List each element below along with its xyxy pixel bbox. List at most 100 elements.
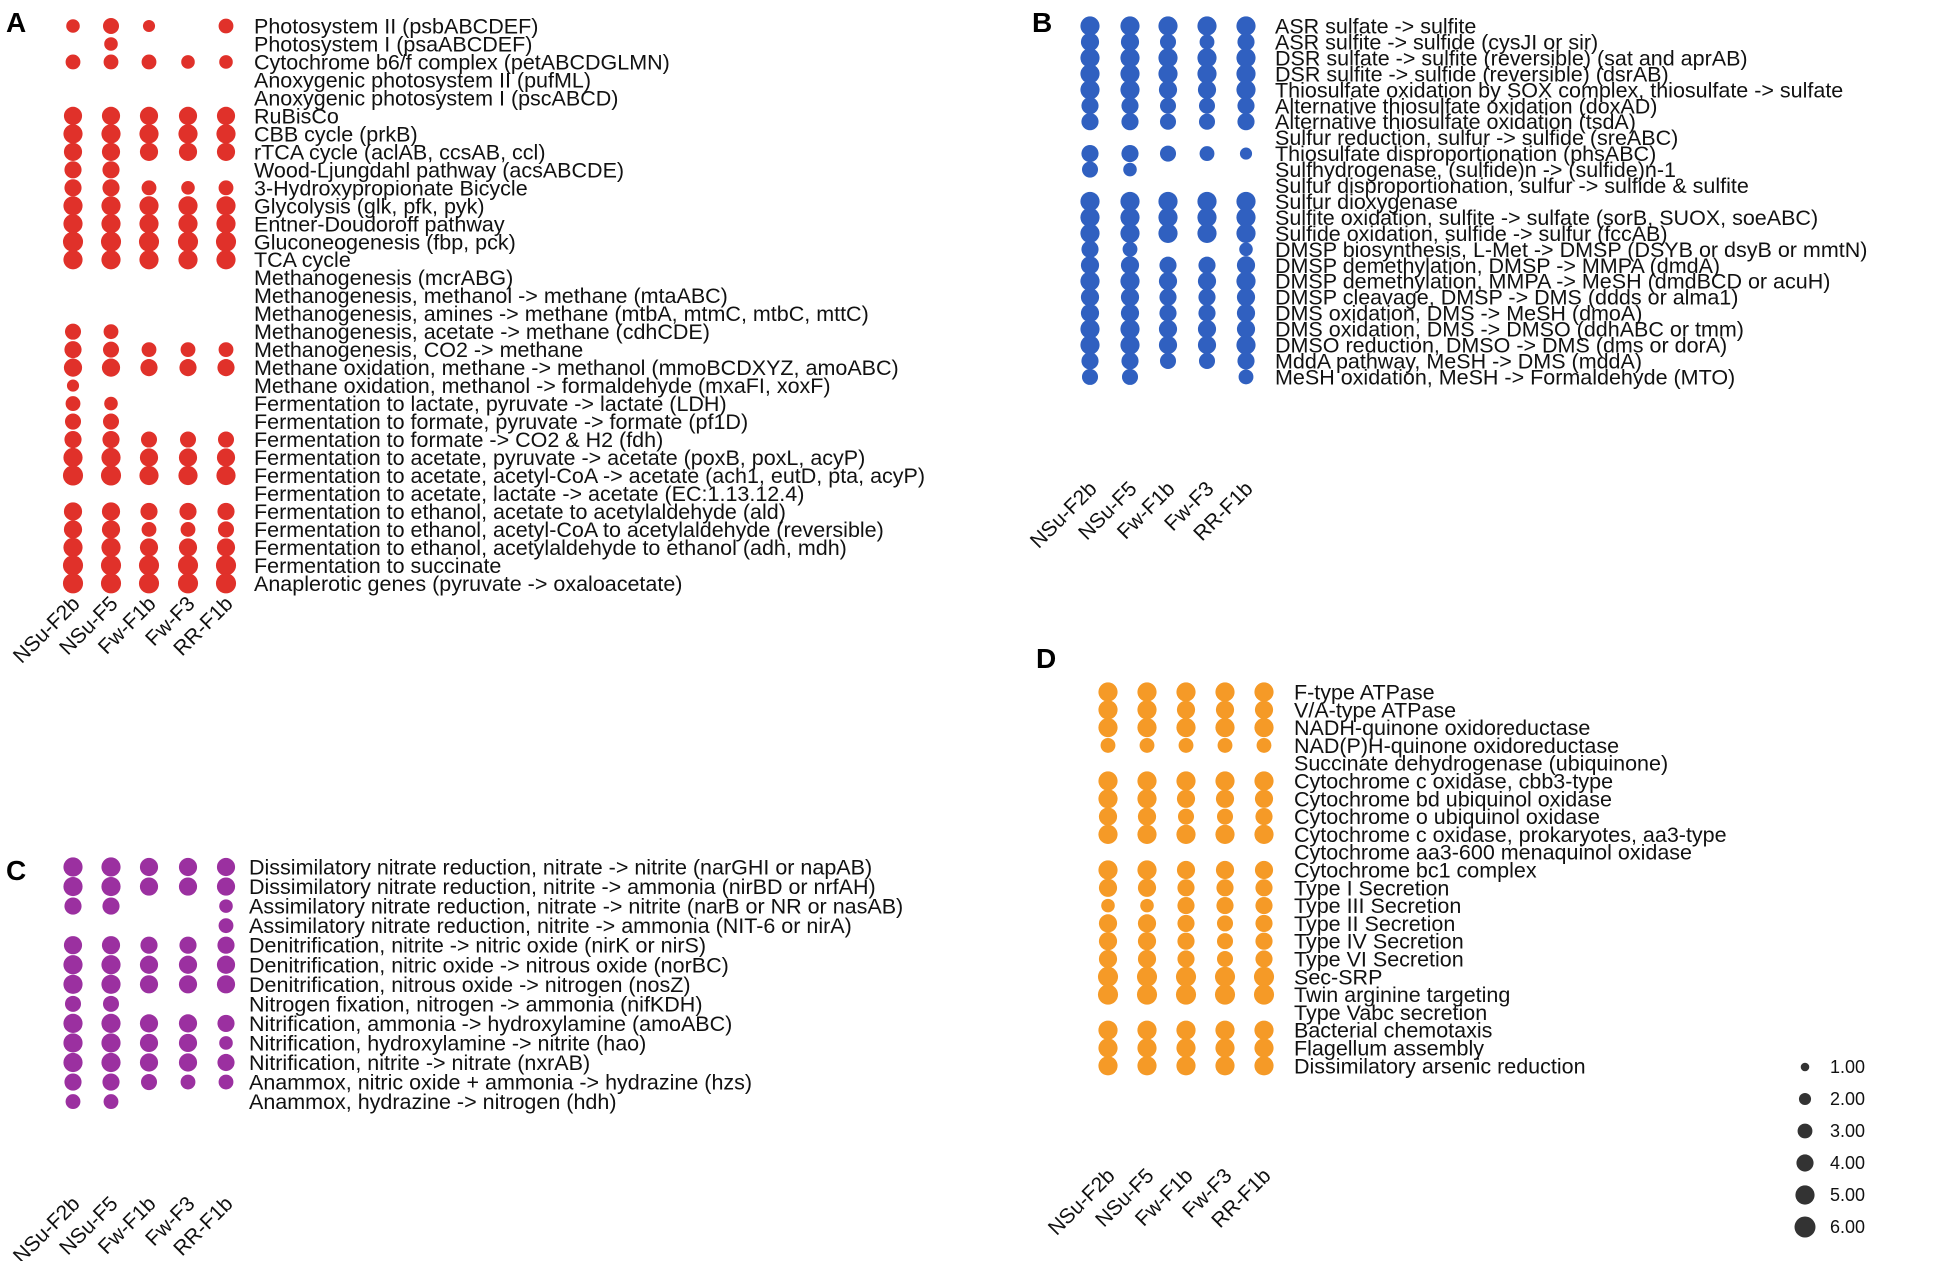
dot-rr-f1b-row-10 <box>216 196 236 216</box>
dot-fw-f3-row-5 <box>178 955 198 974</box>
dot-rr-f1b-row-12 <box>1236 207 1256 227</box>
row-label: Cytochrome c oxidase, prokaryotes, aa3-t… <box>1294 823 1727 847</box>
dot-nsu-f2b-row-13 <box>1080 223 1100 243</box>
dot-rr-f1b-row-11 <box>218 1074 234 1090</box>
dot-nsu-f5-row-19 <box>101 358 121 377</box>
dot-rr-f1b-row-28 <box>217 521 235 538</box>
row-label: Sulfide oxidation, sulfide -> sulfur (fc… <box>1275 222 1668 246</box>
dot-nsu-f2b-row-22 <box>1081 368 1099 385</box>
dot-nsu-f2b-row-10 <box>63 196 83 216</box>
dot-fw-f1b-row-7 <box>139 142 159 161</box>
legend-dot-1 <box>1800 1062 1810 1072</box>
dot-fw-f3-row-16 <box>1214 966 1236 987</box>
row-label: 3-Hydroxypropionate Bicycle <box>254 176 528 200</box>
dot-nsu-f5-row-12 <box>1120 207 1140 227</box>
legend-label: 4.00 <box>1830 1153 1865 1173</box>
dot-nsu-f5-row-20 <box>1137 1038 1157 1058</box>
row-label: DMSP demethylation, MMPA -> MeSH (dmdBCD… <box>1275 270 1830 294</box>
dot-rr-f1b-row-0 <box>1254 682 1274 702</box>
row-label: Wood-Ljungdahl pathway (acsABCDE) <box>254 158 624 182</box>
dot-nsu-f2b-row-10 <box>1098 860 1118 880</box>
dot-fw-f3-row-6 <box>178 975 198 994</box>
dot-fw-f1b-row-1 <box>139 877 159 896</box>
dot-nsu-f5-row-7 <box>102 995 120 1012</box>
row-label: Nitrogen fixation, nitrogen -> ammonia (… <box>249 992 702 1016</box>
dot-fw-f1b-row-2 <box>1158 48 1178 68</box>
row-label: Methanogenesis, CO2 -> methane <box>254 338 583 362</box>
dot-nsu-f5-row-11 <box>102 1073 120 1091</box>
row-label: Thiosulfate disproportionation (phsABC) <box>1275 142 1656 166</box>
dot-fw-f3-row-12 <box>1216 897 1234 915</box>
row-label: Denitrification, nitrite -> nitric oxide… <box>249 934 706 958</box>
dot-rr-f1b-row-5 <box>216 955 236 974</box>
dot-rr-f1b-row-1 <box>216 877 236 896</box>
dot-nsu-f5-row-18 <box>1120 304 1140 323</box>
dot-fw-f3-row-1 <box>1215 700 1235 719</box>
row-label: DMSP cleavage, DMSP -> DMS (ddds or alma… <box>1275 286 1738 310</box>
dot-rr-f1b-row-6 <box>216 124 236 144</box>
row-label: Thiosulfate oxidation by SOX complex, th… <box>1275 78 1843 102</box>
dot-rr-f1b-row-2 <box>1254 718 1274 738</box>
dot-fw-f1b-row-13 <box>1158 223 1178 243</box>
dot-fw-f3-row-19 <box>1215 1020 1235 1040</box>
dot-rr-f1b-row-13 <box>1236 223 1256 243</box>
dot-fw-f1b-row-13 <box>139 250 159 270</box>
dot-nsu-f5-row-1 <box>1137 700 1157 720</box>
dot-nsu-f5-row-0 <box>102 17 120 35</box>
row-label: Fermentation to formate -> CO2 & H2 (fdh… <box>254 428 663 452</box>
dot-rr-f1b-row-4 <box>217 936 235 954</box>
row-label: Fermentation to acetate, pyruvate -> ace… <box>254 446 865 470</box>
dot-fw-f1b-row-7 <box>1177 808 1195 825</box>
dot-fw-f3-row-19 <box>1197 319 1217 339</box>
dot-rr-f1b-row-9 <box>218 180 234 196</box>
dot-fw-f1b-row-12 <box>1158 207 1178 227</box>
dot-rr-f1b-row-21 <box>1254 1056 1274 1076</box>
dot-rr-f1b-row-24 <box>216 448 236 467</box>
row-label: TCA cycle <box>254 248 351 272</box>
dot-rr-f1b-row-1 <box>1254 700 1274 719</box>
dot-rr-f1b-row-20 <box>1254 1038 1274 1058</box>
dot-nsu-f5-row-19 <box>1137 1020 1157 1040</box>
row-label: Anoxygenic photosystem I (pscABCD) <box>254 86 618 110</box>
dot-fw-f1b-row-16 <box>1175 966 1197 987</box>
dot-fw-f3-row-31 <box>177 573 199 594</box>
dot-nsu-f5-row-8 <box>1121 145 1139 163</box>
row-label: Twin arginine targeting <box>1294 983 1510 1007</box>
row-label: Fermentation to ethanol, acetyl-CoA to a… <box>254 518 884 542</box>
dot-nsu-f5-row-9 <box>101 1033 121 1053</box>
legend-label: 6.00 <box>1830 1217 1865 1237</box>
dot-nsu-f5-row-13 <box>1120 223 1140 243</box>
dot-fw-f3-row-27 <box>179 502 197 521</box>
dot-nsu-f5-row-18 <box>102 341 120 358</box>
dot-fw-f3-row-9 <box>178 1033 198 1053</box>
dot-fw-f3-row-11 <box>180 1074 196 1090</box>
dot-nsu-f2b-row-21 <box>1098 1056 1118 1076</box>
row-label: Assimilatory nitrate reduction, nitrite … <box>249 914 852 938</box>
dot-fw-f3-row-13 <box>1216 915 1234 932</box>
dot-fw-f1b-row-10 <box>1176 860 1196 880</box>
dot-nsu-f5-row-4 <box>1120 80 1140 100</box>
row-label: DSR sulfite -> sulfide (reversible) (dsr… <box>1275 62 1669 86</box>
dot-rr-f1b-row-0 <box>216 857 236 877</box>
dot-fw-f3-row-16 <box>1197 272 1217 291</box>
row-label: Type Vabc secretion <box>1294 1001 1487 1025</box>
row-label: Dissimilatory nitrate reduction, nitrite… <box>249 875 876 899</box>
dot-fw-f3-row-29 <box>178 538 198 557</box>
row-label: DMS oxidation, DMS -> DMSO (ddhABC or tm… <box>1275 318 1744 342</box>
dot-fw-f3-row-0 <box>1197 16 1217 36</box>
dot-fw-f1b-row-6 <box>139 124 159 144</box>
dot-nsu-f5-row-6 <box>1121 113 1139 131</box>
dot-fw-f3-row-10 <box>178 196 198 216</box>
dot-fw-f3-row-12 <box>1197 207 1217 227</box>
dot-rr-f1b-row-21 <box>1237 352 1255 370</box>
row-label: DSR sulfate -> sulfite (reversible) (sat… <box>1275 46 1748 70</box>
dot-fw-f1b-row-24 <box>139 448 159 467</box>
row-label: Fermentation to ethanol, acetylaldehyde … <box>254 536 847 560</box>
dot-fw-f3-row-5 <box>178 106 198 125</box>
row-label: Assimilatory nitrate reduction, nitrate … <box>249 895 903 919</box>
row-label: Anammox, nitric oxide + ammonia -> hydra… <box>249 1071 752 1095</box>
dot-rr-f1b-row-8 <box>1254 824 1274 844</box>
dot-nsu-f2b-row-7 <box>1098 807 1118 826</box>
dot-fw-f1b-row-2 <box>1176 718 1196 738</box>
dot-fw-f1b-row-27 <box>140 502 158 521</box>
